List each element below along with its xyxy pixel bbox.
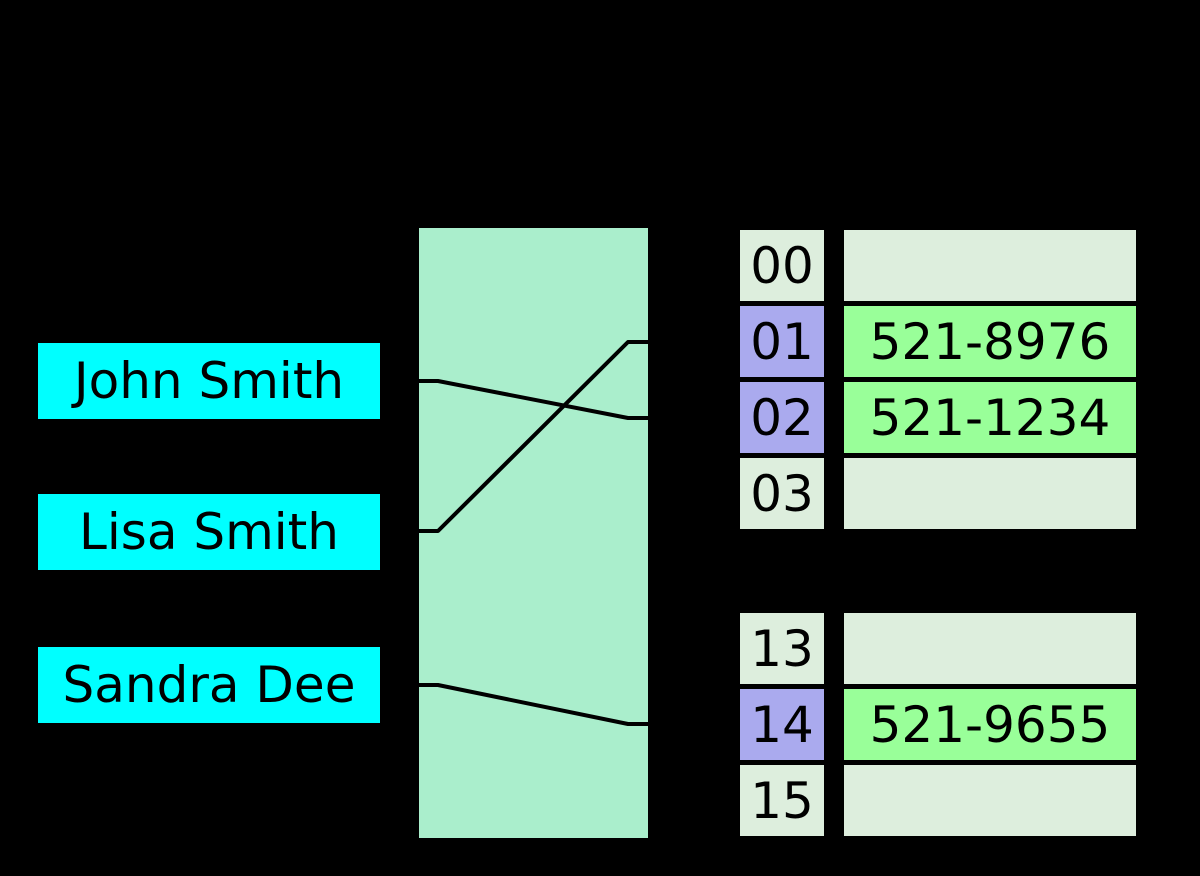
bucket-value-cell	[844, 613, 1136, 684]
key-box-lisa-smith: Lisa Smith	[38, 494, 380, 570]
bucket-index-cell: 01	[740, 306, 824, 377]
bucket-index-cell: 14	[740, 689, 824, 760]
bucket-index-column-top: 00 01 02 03	[735, 225, 829, 534]
bucket-index-cell: 13	[740, 613, 824, 684]
bucket-value-cell: 521-1234	[844, 382, 1136, 453]
mapping-line-sandra-dee	[380, 683, 737, 726]
hash-function-box	[419, 228, 648, 838]
key-label: Lisa Smith	[79, 503, 339, 561]
key-label: John Smith	[73, 352, 345, 410]
mapping-line-john-smith	[380, 379, 737, 420]
bucket-index-cell: 02	[740, 382, 824, 453]
bucket-index-column-bottom: 13 14 15	[735, 608, 829, 841]
bucket-index-cell: 03	[740, 458, 824, 529]
key-label: Sandra Dee	[62, 656, 356, 714]
key-box-john-smith: John Smith	[38, 343, 380, 419]
key-box-sandra-dee: Sandra Dee	[38, 647, 380, 723]
bucket-value-cell	[844, 230, 1136, 301]
bucket-value-cell	[844, 765, 1136, 836]
bucket-index-cell: 15	[740, 765, 824, 836]
bucket-value-cell	[844, 458, 1136, 529]
mapping-line-lisa-smith	[380, 340, 737, 533]
bucket-value-column-top: 521-8976 521-1234	[839, 225, 1141, 534]
bucket-value-column-bottom: 521-9655	[839, 608, 1141, 841]
bucket-index-cell: 00	[740, 230, 824, 301]
bucket-value-cell: 521-9655	[844, 689, 1136, 760]
bucket-value-cell: 521-8976	[844, 306, 1136, 377]
